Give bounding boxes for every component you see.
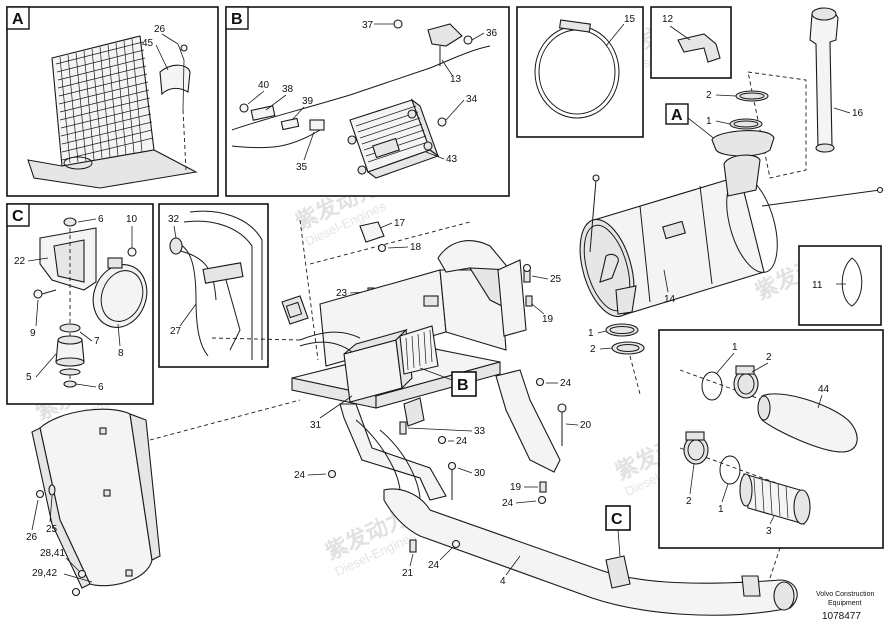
callout-40: 40 xyxy=(258,80,270,91)
callout-38: 38 xyxy=(282,84,294,95)
callout-17: 17 xyxy=(394,218,406,229)
sensor-37 xyxy=(393,19,473,66)
callout-45: 45 xyxy=(142,38,154,49)
callout-32: 32 xyxy=(168,214,180,225)
callout-10: 10 xyxy=(126,214,138,225)
callout-24-bottom: 24 xyxy=(428,560,440,571)
drawing-number: 1078477 xyxy=(822,611,861,622)
callout-39: 39 xyxy=(302,96,314,107)
detail-box-clamps: 1 2 44 2 1 3 xyxy=(658,329,884,549)
callout-15: 15 xyxy=(624,14,636,25)
callout-1-box-lower: 1 xyxy=(718,504,724,515)
mounting-frame-assembly: 17 18 23 19 25 19 xyxy=(149,218,592,509)
callout-19-lower: 19 xyxy=(510,482,522,493)
detail-box-clip-12: 12 xyxy=(650,6,732,79)
section-ref-c: C xyxy=(611,511,623,528)
callout-34: 34 xyxy=(466,94,478,105)
callout-7: 7 xyxy=(94,336,100,347)
callout-24-left: 24 xyxy=(294,470,306,481)
callout-3: 3 xyxy=(766,526,772,537)
callout-9: 9 xyxy=(30,328,36,339)
callout-5: 5 xyxy=(26,372,32,383)
callout-25-upper: 25 xyxy=(550,274,562,285)
callout-28-41: 28,41 xyxy=(40,548,65,559)
detail-box-wiring: 32 27 xyxy=(158,203,269,368)
rings-top: 2 1 xyxy=(706,90,769,130)
callout-25-lower: 25 xyxy=(46,524,58,535)
callout-2-box: 2 xyxy=(766,352,772,363)
callout-1-lower: 1 xyxy=(588,328,594,339)
callout-12: 12 xyxy=(662,14,674,25)
callout-29-42: 29,42 xyxy=(32,568,57,579)
muffler-14: A 14 xyxy=(579,103,884,318)
section-ref-b: B xyxy=(457,377,469,394)
callout-22: 22 xyxy=(14,256,26,267)
section-label-a: A xyxy=(12,11,24,28)
callout-2-box-lower: 2 xyxy=(686,496,692,507)
callout-2: 2 xyxy=(706,90,712,101)
callout-35: 35 xyxy=(296,162,308,173)
connector-40-38-39 xyxy=(239,103,325,131)
callout-18: 18 xyxy=(410,242,422,253)
exhaust-pipe-4: C 4 21 24 xyxy=(355,419,798,616)
brand-line-2: Equipment xyxy=(828,600,862,607)
callout-8: 8 xyxy=(118,348,124,359)
callout-26: 26 xyxy=(154,24,166,35)
section-label-b: B xyxy=(231,11,243,28)
brand-line-1: Volvo Construction xyxy=(816,591,874,598)
callout-30: 30 xyxy=(474,468,486,479)
callout-13: 13 xyxy=(450,74,462,85)
callout-20: 20 xyxy=(580,420,592,431)
detail-box-c: C 6 22 10 8 9 7 5 6 xyxy=(6,203,154,405)
callout-24-mid: 24 xyxy=(456,436,468,447)
callout-24-lower: 24 xyxy=(502,498,514,509)
detail-box-a: A 26 45 xyxy=(6,6,219,197)
tail-pipe-16: 16 xyxy=(747,7,864,179)
callout-6-top: 6 xyxy=(98,214,104,225)
callout-16: 16 xyxy=(852,108,864,119)
callout-23: 23 xyxy=(336,288,348,299)
detail-box-b: B 37 36 13 40 38 39 35 xyxy=(225,6,510,197)
callout-43: 43 xyxy=(446,154,458,165)
detail-box-clamp-15: 15 xyxy=(516,6,644,138)
callout-44: 44 xyxy=(818,384,830,395)
clamp-under-muffler: 1 2 xyxy=(588,323,645,395)
air-intake-screen xyxy=(27,35,198,189)
callout-37: 37 xyxy=(362,20,374,31)
callout-14: 14 xyxy=(664,294,676,305)
section-label-c: C xyxy=(12,208,24,225)
callout-6-bottom: 6 xyxy=(98,382,104,393)
callout-4: 4 xyxy=(500,576,506,587)
callout-1: 1 xyxy=(706,116,712,127)
detail-box-clamp-11: 11 xyxy=(798,245,882,326)
section-ref-a: A xyxy=(671,107,683,124)
callout-24-right: 24 xyxy=(560,378,572,389)
heat-shield: 26 25 28,41 29,42 xyxy=(26,408,161,597)
footer-brand: Volvo Construction Equipment 1078477 xyxy=(816,591,874,622)
callout-11: 11 xyxy=(812,280,823,291)
callout-27: 27 xyxy=(170,326,182,337)
callout-19-right: 19 xyxy=(542,314,554,325)
control-unit-43 xyxy=(347,98,440,179)
callout-1-box: 1 xyxy=(732,342,738,353)
callout-31: 31 xyxy=(310,420,322,431)
callout-21: 21 xyxy=(402,568,414,579)
callout-2-lower: 2 xyxy=(590,344,596,355)
callout-26-lower: 26 xyxy=(26,532,38,543)
callout-36: 36 xyxy=(486,28,498,39)
callout-33: 33 xyxy=(474,426,486,437)
bracket-45 xyxy=(159,64,191,96)
